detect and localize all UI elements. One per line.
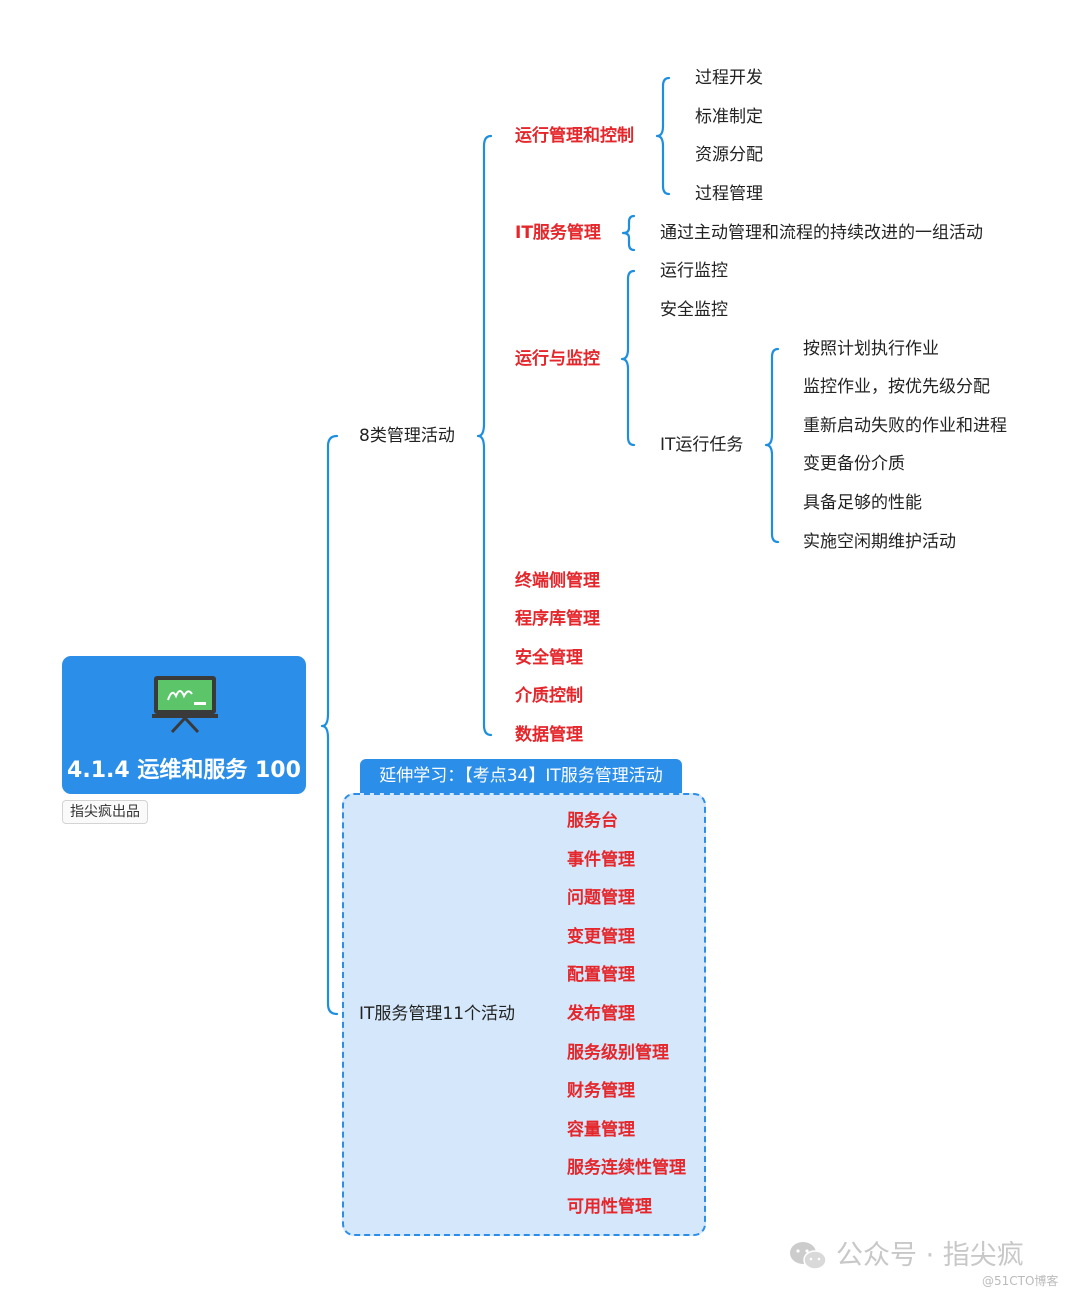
mgmt-activity-node[interactable]: 介质控制 xyxy=(515,686,583,706)
it-task-item[interactable]: 重新启动失败的作业和进程 xyxy=(803,416,1007,436)
ops-monitor-node[interactable]: 运行与监控 xyxy=(515,349,600,369)
itsm-activity[interactable]: 容量管理 xyxy=(567,1120,635,1140)
mgmt-activity-node[interactable]: 数据管理 xyxy=(515,725,583,745)
it-tasks-node[interactable]: IT运行任务 xyxy=(660,435,744,455)
branch-11-label[interactable]: IT服务管理11个活动 xyxy=(359,1004,516,1024)
wechat-icon xyxy=(790,1242,827,1270)
brand-tag: 指尖疯出品 xyxy=(62,800,148,824)
root-node[interactable]: 4.1.4 运维和服务 100 xyxy=(62,656,306,794)
ops-monitor-child[interactable]: 运行监控 xyxy=(660,261,728,281)
it-task-item[interactable]: 具备足够的性能 xyxy=(803,493,922,513)
watermark: 公众号 · 指尖疯 xyxy=(788,1236,1058,1276)
itsm-activity[interactable]: 事件管理 xyxy=(567,850,635,870)
itsm-activity[interactable]: 发布管理 xyxy=(567,1004,635,1024)
blackboard-icon xyxy=(152,676,218,734)
it-task-item[interactable]: 变更备份介质 xyxy=(803,454,905,474)
mgmt-activity-node[interactable]: 程序库管理 xyxy=(515,609,600,629)
itsm-activity[interactable]: 服务台 xyxy=(567,811,618,831)
itsm-activity[interactable]: 变更管理 xyxy=(567,927,635,947)
it-service-node[interactable]: IT服务管理 xyxy=(515,223,601,243)
ops-mgmt-child[interactable]: 过程管理 xyxy=(695,184,763,204)
it-task-item[interactable]: 按照计划执行作业 xyxy=(803,339,939,359)
it-task-item[interactable]: 监控作业，按优先级分配 xyxy=(803,377,990,397)
mgmt-activity-node[interactable]: 终端侧管理 xyxy=(515,571,600,591)
branch-8-label[interactable]: 8类管理活动 xyxy=(359,426,455,446)
itsm-activity[interactable]: 问题管理 xyxy=(567,888,635,908)
itsm-activity[interactable]: 服务连续性管理 xyxy=(567,1158,686,1178)
ops-mgmt-child[interactable]: 过程开发 xyxy=(695,68,763,88)
ops-mgmt-child[interactable]: 标准制定 xyxy=(695,107,763,127)
mgmt-activity-node[interactable]: 安全管理 xyxy=(515,648,583,668)
itsm-activity[interactable]: 服务级别管理 xyxy=(567,1043,669,1063)
extension-header[interactable]: 延伸学习：【考点34】IT服务管理活动 xyxy=(360,759,682,793)
itsm-activity[interactable]: 可用性管理 xyxy=(567,1197,652,1217)
watermark-text: 公众号 · 指尖疯 xyxy=(836,1240,1024,1271)
it-service-child[interactable]: 通过主动管理和流程的持续改进的一组活动 xyxy=(660,223,983,243)
ops-mgmt-child[interactable]: 资源分配 xyxy=(695,145,763,165)
ops-monitor-child[interactable]: 安全监控 xyxy=(660,300,728,320)
it-task-item[interactable]: 实施空闲期维护活动 xyxy=(803,532,956,552)
itsm-activity[interactable]: 财务管理 xyxy=(567,1081,635,1101)
blog-watermark: @51CTO博客 xyxy=(982,1274,1059,1288)
root-title: 4.1.4 运维和服务 100 xyxy=(67,758,301,783)
extension-panel xyxy=(342,793,706,1236)
itsm-activity[interactable]: 配置管理 xyxy=(567,965,635,985)
ops-mgmt-node[interactable]: 运行管理和控制 xyxy=(515,126,634,146)
